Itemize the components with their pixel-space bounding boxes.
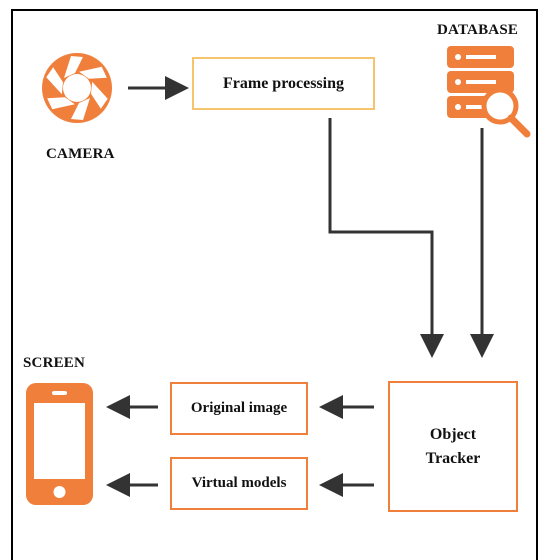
screen-label: SCREEN [23,355,86,371]
diagram-frame [11,9,538,560]
virtual-models-box: Virtual models [170,457,308,510]
original-image-box: Original image [170,382,308,435]
database-label: DATABASE [437,22,519,38]
frame-processing-box: Frame processing [192,57,375,110]
camera-label: CAMERA [46,146,115,162]
object-tracker-box: Object Tracker [388,381,518,512]
smartphone-icon [26,383,93,505]
arrow-frame-processing-to-tracker [328,118,444,358]
database-search-icon [447,46,531,138]
camera-aperture-icon [42,53,112,123]
